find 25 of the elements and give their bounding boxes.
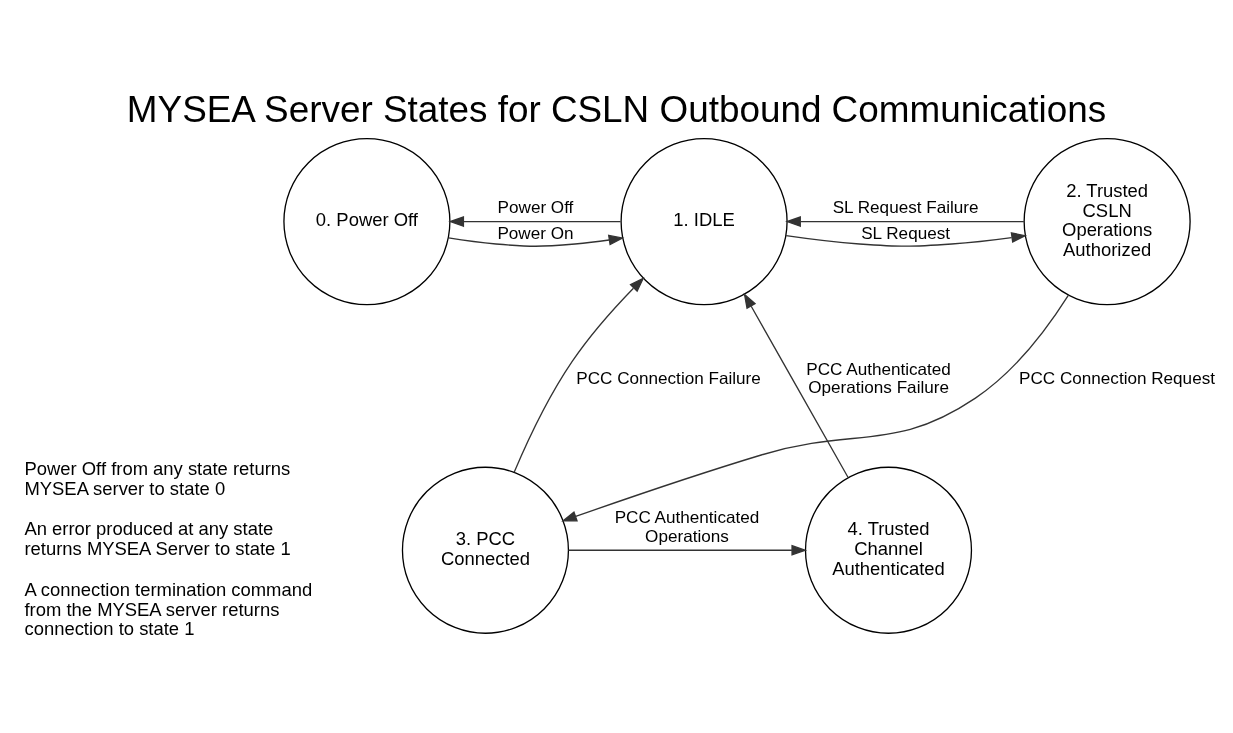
arrow: [743, 292, 849, 479]
node-circle: 2. Trusted CSLN Operations Authorized: [1023, 138, 1191, 306]
node-circle: 1. IDLE: [620, 138, 788, 306]
arrow: [567, 544, 808, 556]
edge-label: Power Off: [497, 197, 574, 217]
edge-label: SL Request: [861, 224, 950, 244]
edge-label: PCC Connection Request: [1019, 369, 1215, 389]
edge-label: Power On: [497, 224, 574, 244]
label: An error produced at any state returns MYSEA Server to state 1: [24, 518, 291, 560]
diagram-title: MYSEA Server States for CSLN Outbound Communications: [126, 89, 1107, 131]
edge-label: PCC Connection Failure: [576, 369, 761, 389]
node-circle: 3. PCC Connected: [401, 466, 570, 634]
edge-label: SL Request Failure: [832, 197, 979, 217]
arrow: [785, 232, 1028, 247]
label: A connection termination command from the MYSEA server returns connection to state 1: [24, 578, 313, 640]
node-circle: 4. Trusted Channel Authenticated: [804, 466, 973, 634]
arrow: [561, 294, 1069, 522]
edge-label: PCC Authenticated Operations: [614, 508, 760, 546]
arrow: [448, 216, 622, 228]
label: Power Off from any state returns MYSEA server to state 0: [24, 457, 291, 499]
arrow: [447, 234, 625, 247]
node-circle: 0. Power Off: [283, 138, 451, 306]
arrow: [785, 216, 1025, 228]
edge-label: PCC Authenticated Operations Failure: [806, 359, 951, 398]
arrow: [513, 277, 645, 474]
